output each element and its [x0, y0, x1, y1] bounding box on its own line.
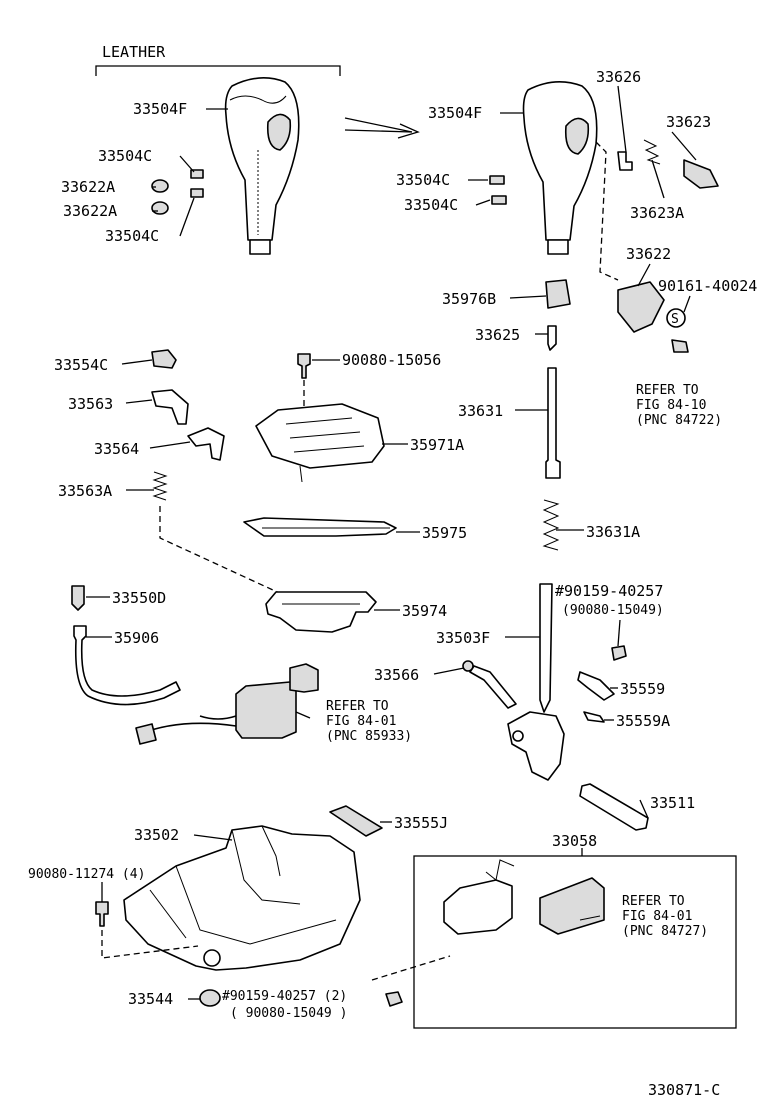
shift-lever-33503F [462, 583, 627, 781]
label-35976B: 35976B [442, 290, 496, 308]
bushing-33544 [199, 989, 221, 1007]
label-33625: 33625 [475, 326, 520, 344]
leather-shift-knob [224, 77, 300, 241]
label-33503F: 33503F [436, 629, 490, 647]
svg-text:S: S [671, 312, 679, 327]
label-33554C: 33554C [54, 356, 108, 374]
slide-plate-35975 [243, 517, 397, 537]
label-33622A-b: 33622A [63, 202, 117, 220]
label-90080-15056: 90080-15056 [342, 351, 441, 369]
label-35975: 35975 [422, 524, 467, 542]
label-33504C-d: 33504C [404, 196, 458, 214]
part-33554C [151, 349, 177, 369]
ref-84727-line2: FIG 84-01 [622, 909, 692, 924]
label-33566: 33566 [374, 666, 419, 684]
bolt-90080-15056 [297, 353, 311, 379]
label-33555J: 33555J [394, 814, 448, 832]
label-33550D: 33550D [112, 589, 166, 607]
harness-85933 [135, 663, 319, 745]
leather-label: LEATHER [102, 43, 166, 61]
switch-33058-group [413, 848, 737, 1029]
label-33504F: 33504F [428, 104, 482, 122]
label-35974: 35974 [402, 602, 447, 620]
plate-33555J [329, 805, 383, 837]
label-33511: 33511 [650, 794, 695, 812]
label-33626: 33626 [596, 68, 641, 86]
bracket-35974 [265, 591, 377, 633]
ref-84-10-line3: (PNC 84722) [636, 413, 722, 428]
pin-33550D [71, 585, 85, 611]
label-90159-40257-bottom: #90159-40257 (2) [222, 989, 347, 1004]
ref-84727-line1: REFER TO [622, 894, 685, 909]
label-90080-15049-top: (90080-15049) [562, 603, 664, 618]
spring-33563A [152, 471, 168, 501]
label-33504C-c: 33504C [396, 171, 450, 189]
label-35559: 35559 [620, 680, 665, 698]
ref-84727-line3: (PNC 84727) [622, 924, 708, 939]
ref-84-10-line1: REFER TO [636, 383, 699, 398]
cap-33622A-2 [151, 201, 169, 215]
rod-33631 [545, 367, 561, 479]
left-small-parts [71, 349, 287, 706]
label-33622A-a: 33622A [61, 178, 115, 196]
label-33504C-b: 33504C [105, 227, 159, 245]
clip-33626 [617, 151, 633, 171]
rod-group [542, 279, 571, 551]
bolt-90159-bottom [385, 991, 403, 1007]
label-90080-15049-bottom: ( 90080-15049 ) [230, 1006, 347, 1021]
spring-33631A [542, 499, 560, 551]
base-33502 [123, 825, 361, 971]
ref-85933-line1: REFER TO [326, 699, 389, 714]
pin-33511 [579, 783, 649, 831]
label-33564: 33564 [94, 440, 139, 458]
pin-33625 [547, 325, 557, 351]
arrow-leather-to-standard [344, 117, 420, 139]
ref-85933-line3: (PNC 85933) [326, 729, 412, 744]
cap-33622A-1 [151, 179, 169, 193]
label-35906: 35906 [114, 629, 159, 647]
label-33623: 33623 [666, 113, 711, 131]
cap-35976B [545, 279, 571, 309]
leader-lines [86, 85, 697, 1000]
leather-knob-group: LEATHER [95, 43, 341, 255]
spring-33623A [643, 139, 661, 165]
label-90080-11274: 90080-11274 (4) [28, 867, 145, 882]
label-33544: 33544 [128, 990, 173, 1008]
label-90159-40257-top: #90159-40257 [555, 582, 663, 600]
label-35971A: 35971A [410, 436, 464, 454]
wire-35906 [73, 625, 181, 706]
knob-screw [190, 169, 204, 198]
label-90161-40024: 90161-40024 [658, 277, 757, 295]
button-33623 [683, 159, 719, 189]
switch-33058-box [413, 855, 737, 1029]
standard-shift-knob [522, 81, 598, 241]
part-33563 [151, 389, 189, 425]
labels: 33504F 33504C 33622A 33622A 33504C 33504… [28, 68, 757, 1099]
clip-35559A [583, 711, 605, 723]
button-body-33622 [617, 281, 665, 333]
figure-code: 330871-C [648, 1081, 720, 1099]
bolt-90159-top [611, 645, 627, 661]
lever-35559 [577, 671, 615, 701]
part-33564 [187, 427, 225, 461]
label-33504C-a: 33504C [98, 147, 152, 165]
bolt-90080-11274 [95, 901, 109, 927]
label-33631: 33631 [458, 402, 503, 420]
label-33058: 33058 [552, 832, 597, 850]
label-33622: 33622 [626, 245, 671, 263]
label-33631A: 33631A [586, 523, 640, 541]
label-33504F-leather: 33504F [133, 100, 187, 118]
label-33563: 33563 [68, 395, 113, 413]
label-33563A: 33563A [58, 482, 112, 500]
label-33623A: 33623A [630, 204, 684, 222]
label-35559A: 35559A [616, 712, 670, 730]
ref-84-10-line2: FIG 84-10 [636, 398, 706, 413]
indicator-35971A [255, 403, 385, 483]
standard-knob-group: S [489, 81, 719, 353]
label-33502: 33502 [134, 826, 179, 844]
ref-85933-line2: FIG 84-01 [326, 714, 396, 729]
